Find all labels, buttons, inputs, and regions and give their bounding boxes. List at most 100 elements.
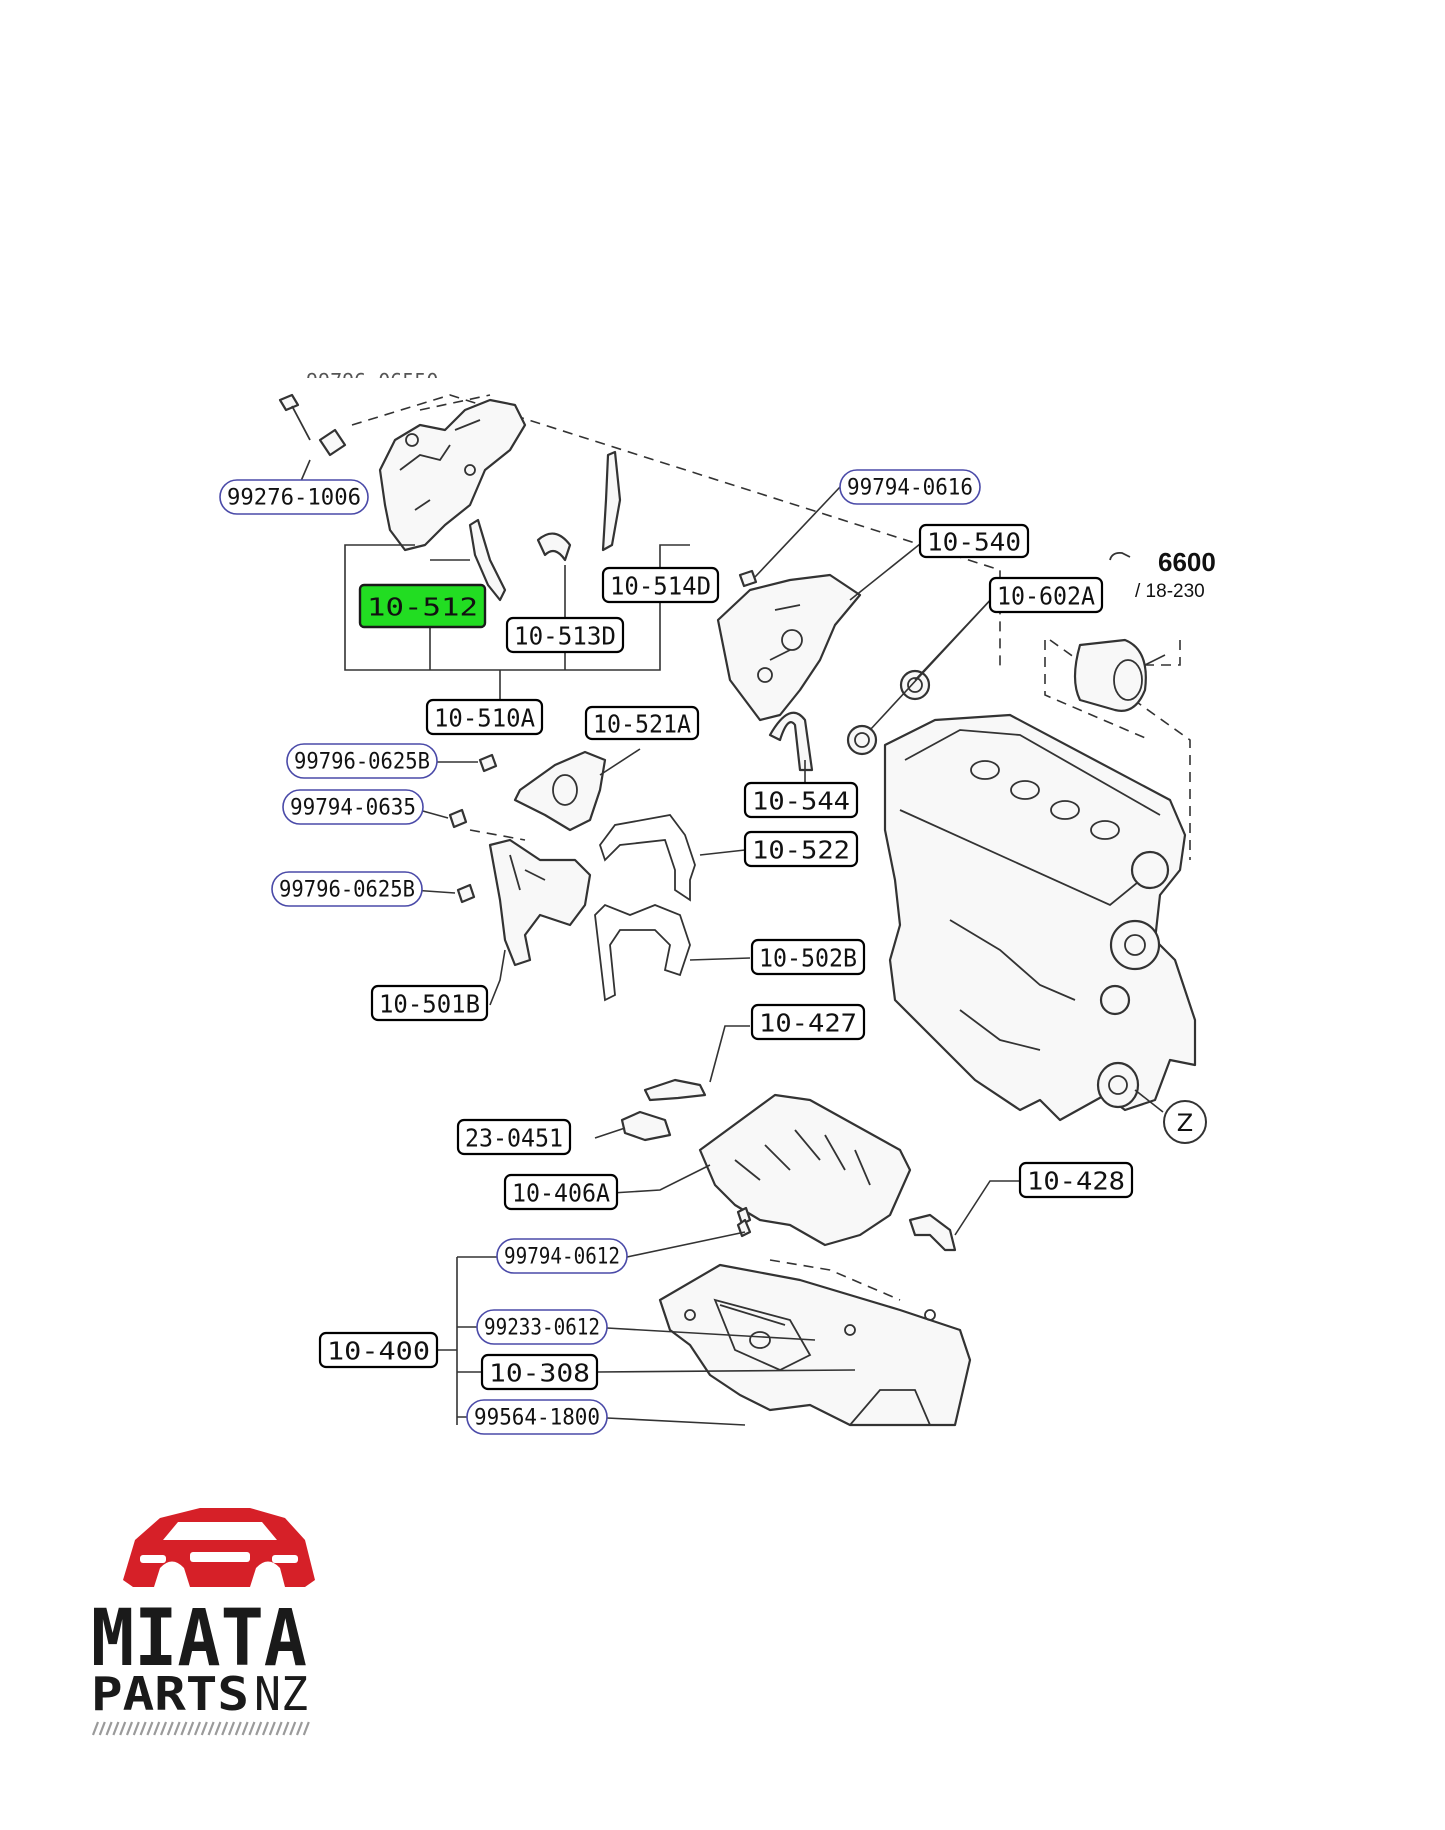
logo-stripe <box>159 1721 168 1736</box>
part-label-box <box>370 984 489 1022</box>
part-label-box <box>1018 1161 1134 1199</box>
part-label-99794-0612: 99794-0612 <box>496 1238 628 1274</box>
logo-stripe <box>200 1721 208 1736</box>
top-cut-label: 99796-06550 <box>300 369 450 393</box>
dashed-reference-lines <box>351 394 1191 1301</box>
part-label-box <box>750 938 866 976</box>
part-label-box <box>496 1238 628 1274</box>
seal-10-544 <box>768 711 814 772</box>
part-label-text: 10-400 <box>327 1337 430 1366</box>
part-label-box <box>503 1173 619 1211</box>
logo-stripe <box>268 1721 276 1736</box>
logo-stripe <box>180 1721 188 1736</box>
logo-stripe <box>166 1721 174 1736</box>
part-label-box <box>584 705 700 741</box>
logo-stripe <box>119 1721 127 1736</box>
part-label-box <box>358 583 487 629</box>
part-label-10-510a: 10-510A <box>425 698 544 736</box>
logo-stripe <box>275 1721 283 1736</box>
car-silhouette-icon <box>123 1508 315 1587</box>
part-label-99276-1006: 99276-1006 <box>219 479 369 515</box>
logo-stripe <box>105 1721 113 1736</box>
logo-stripe <box>255 1721 263 1736</box>
seal-strip-10-512 <box>468 518 507 602</box>
part-label-text: 10-427 <box>759 1009 857 1038</box>
part-label-text: 10-521A <box>593 710 691 739</box>
part-label-box <box>839 469 981 505</box>
oil-pan-10-400 <box>658 1218 972 1427</box>
ref-page: / 18-230 <box>1135 581 1205 602</box>
part-label-99796-0625b-1: 99796-0625B <box>286 743 438 779</box>
part-label-box <box>601 566 720 604</box>
logo-line-parts: PARTS <box>91 1667 249 1721</box>
logo-stripe <box>295 1721 304 1736</box>
part-label-99233-0612: 99233-0612 <box>476 1309 608 1345</box>
part-label-text: 99233-0612 <box>484 1316 600 1341</box>
part-label-text: 10-406A <box>512 1179 610 1208</box>
part-label-10-522: 10-522 <box>743 830 859 868</box>
sensor-23-0451 <box>620 1110 672 1142</box>
seal-strip-10-514D <box>601 450 622 552</box>
gasket-10-502B <box>594 903 691 1002</box>
part-label-box <box>271 871 423 907</box>
part-label-99794-0635: 99794-0635 <box>282 789 424 825</box>
part-label-10-544: 10-544 <box>743 781 859 819</box>
sensor-6600 <box>1073 551 1166 712</box>
part-label-99796-0625b-2: 99796-0625B <box>271 871 423 907</box>
logo-stripe <box>302 1721 310 1736</box>
logo-stripe <box>139 1721 147 1736</box>
middle-timing-plate <box>716 569 862 722</box>
part-label-10-427: 10-427 <box>750 1003 866 1041</box>
part-label-text: 99794-0635 <box>290 796 416 821</box>
part-label-box <box>743 830 859 868</box>
part-label-box <box>466 1399 608 1435</box>
logo-stripe <box>241 1721 249 1736</box>
part-label-box <box>505 616 625 654</box>
part-label-text: 10-512 <box>367 593 478 622</box>
part-label-box <box>918 523 1030 559</box>
engine-block <box>883 713 1197 1122</box>
logo-stripe <box>125 1721 134 1736</box>
logo-stripe <box>221 1721 229 1736</box>
part-label-box <box>286 743 438 779</box>
part-label-box <box>425 698 544 736</box>
zone-marker: Z <box>1163 1100 1207 1144</box>
logo-stripe <box>193 1721 202 1736</box>
part-label-text: 10-428 <box>1027 1167 1125 1196</box>
logo-stripe <box>98 1721 106 1736</box>
part-label-text: 99564-1800 <box>474 1406 600 1431</box>
part-label-99564-1800: 99564-1800 <box>466 1399 608 1435</box>
part-label-10-501b: 10-501B <box>370 984 489 1022</box>
part-label-text: 99796-0625B <box>279 878 415 903</box>
leader-lines <box>411 486 1020 1426</box>
part-label-text: 10-308 <box>489 1359 590 1388</box>
part-label-text: 10-540 <box>927 528 1021 557</box>
part-label-box <box>988 576 1104 614</box>
part-label-10-540: 10-540 <box>918 523 1030 559</box>
part-label-text: 10-513D <box>514 622 616 651</box>
part-label-10-512: 10-512 <box>358 583 487 629</box>
zone-marker-letter: Z <box>1177 1109 1193 1137</box>
part-label-10-513d: 10-513D <box>505 616 625 654</box>
part-label-box <box>476 1309 608 1345</box>
logo-stripe <box>112 1721 120 1736</box>
part-label-box <box>743 781 859 819</box>
part-label-box <box>318 1331 439 1369</box>
part-label-10-514d: 10-514D <box>601 566 720 604</box>
part-label-box <box>480 1353 599 1391</box>
part-label-text: 10-602A <box>997 582 1095 611</box>
logo-stripe <box>153 1721 161 1736</box>
part-label-text: 99794-0616 <box>847 476 973 501</box>
logo-stripe <box>234 1721 242 1736</box>
strip-10-427 <box>643 1078 707 1102</box>
logo-stripe <box>91 1721 100 1736</box>
logo-stripes <box>91 1721 310 1736</box>
part-label-text: 10-502B <box>759 944 857 973</box>
cover-10-501B <box>448 808 592 967</box>
part-label-text: 10-522 <box>752 836 850 865</box>
gasket-10-522 <box>598 814 696 902</box>
logo-stripe <box>132 1721 140 1736</box>
logo-stripe <box>227 1721 236 1736</box>
part-label-box <box>219 479 369 515</box>
